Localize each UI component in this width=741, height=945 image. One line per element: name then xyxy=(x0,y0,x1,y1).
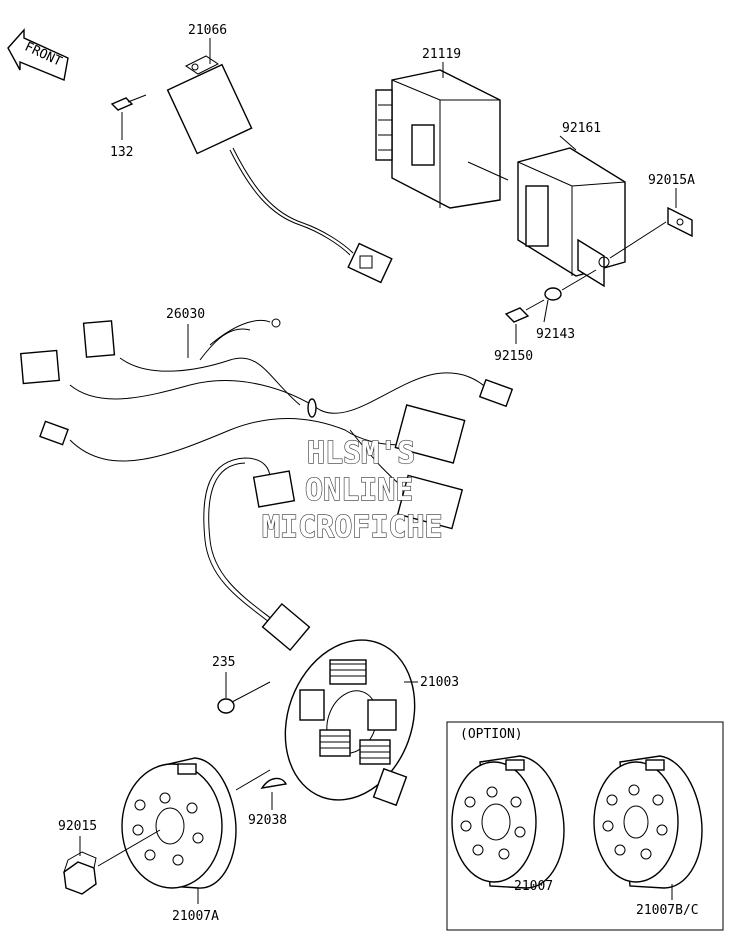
bolt-132 xyxy=(110,94,147,111)
bracket-92161 xyxy=(517,147,626,288)
stator-21003 xyxy=(284,639,416,807)
flywheel-21007 xyxy=(451,755,565,889)
part-label-21066: 21066 xyxy=(188,23,227,38)
bolt-92150 xyxy=(504,299,545,323)
part-label-26030: 26030 xyxy=(166,307,205,322)
flywheel-21007BC xyxy=(593,755,703,889)
watermark-line3: MICROFICHE xyxy=(262,510,443,545)
part-label-92038: 92038 xyxy=(248,813,287,828)
part-label-21007BC: 21007B/C xyxy=(636,903,699,918)
watermark: HLSM'S ONLINE MICROFICHE xyxy=(261,435,443,545)
part-label-21007A: 21007A xyxy=(172,909,219,924)
flywheel-21007A xyxy=(121,757,237,889)
key-92038 xyxy=(260,777,288,789)
part-label-21007: 21007 xyxy=(514,879,553,894)
screw-235 xyxy=(217,681,271,714)
watermark-line1: HLSM'S xyxy=(307,436,415,471)
part-label-21003: 21003 xyxy=(420,675,459,690)
clip-92015A xyxy=(667,206,693,238)
stator-wire xyxy=(203,457,311,652)
watermark-line2: ONLINE xyxy=(305,473,413,508)
option-label: (OPTION) xyxy=(460,727,523,742)
nut-92015 xyxy=(63,851,97,895)
front-arrow: FRONT xyxy=(7,28,69,81)
part-label-92143: 92143 xyxy=(536,327,575,342)
part-label-235: 235 xyxy=(212,655,235,670)
wiring-harness-26030 xyxy=(20,318,514,530)
part-label-92015: 92015 xyxy=(58,819,97,834)
part-label-92161: 92161 xyxy=(562,121,601,136)
collar-92143 xyxy=(544,287,562,301)
part-label-132: 132 xyxy=(110,145,133,160)
cdi-unit-21066 xyxy=(166,55,393,284)
option-box: (OPTION) 21007 xyxy=(446,721,724,931)
part-label-92015A: 92015A xyxy=(648,173,695,188)
part-label-92150: 92150 xyxy=(494,349,533,364)
regulator-21119 xyxy=(375,69,501,209)
part-label-21119: 21119 xyxy=(422,47,461,62)
